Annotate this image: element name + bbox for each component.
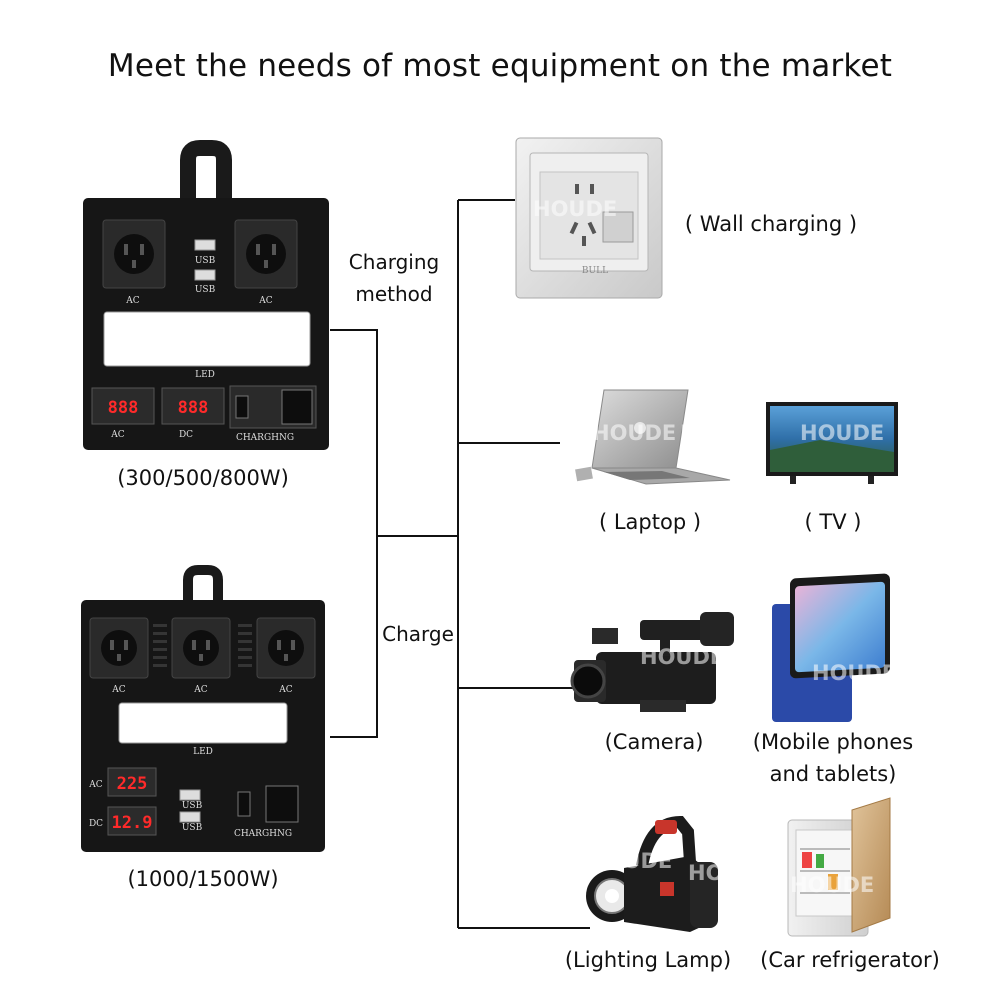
wall-brand-label: BULL bbox=[582, 266, 608, 276]
power-inlet-icon bbox=[281, 389, 313, 425]
ac-label: AC bbox=[278, 685, 292, 695]
laptop-caption: ( Laptop ) bbox=[598, 510, 702, 534]
phones-tablets-caption: (Mobile phones and tablets) bbox=[738, 726, 928, 790]
tv-caption: ( TV ) bbox=[804, 510, 862, 534]
power-station-small: AC AC USB USB LED 888 888 AC DC CHARGHNG bbox=[83, 140, 329, 450]
usb-port-icon bbox=[194, 269, 216, 281]
watermark-text: HOUDE bbox=[800, 421, 884, 445]
ac-meter-display bbox=[91, 387, 155, 425]
watermark-text: HOUDE bbox=[790, 873, 874, 897]
watermark-text: HOUDE bbox=[588, 849, 672, 873]
dc-meter-display bbox=[107, 806, 157, 836]
mini-fridge-icon: HOUDE bbox=[787, 797, 891, 937]
watermark-text: HOUDE bbox=[640, 645, 724, 669]
dc-meter-display bbox=[161, 387, 225, 425]
usb-port-icon bbox=[179, 789, 201, 801]
dc-meter-value: 888 bbox=[178, 398, 209, 418]
dc-meter-value: 12.9 bbox=[112, 813, 153, 833]
charge-label: Charge bbox=[382, 622, 454, 646]
wall-charging-caption: ( Wall charging ) bbox=[684, 212, 858, 236]
power-inlet-icon bbox=[265, 785, 299, 823]
charging-method-line-2: method bbox=[355, 282, 433, 306]
lamp-caption: (Lighting Lamp) bbox=[564, 948, 732, 972]
ac-label: AC bbox=[111, 685, 125, 695]
charging-label: CHARGHNG bbox=[234, 829, 292, 839]
dc-meter-label: DC bbox=[179, 430, 193, 440]
power-station-large: AC AC AC LED AC 225 DC 12.9 USB USB CHAR… bbox=[81, 565, 325, 852]
flashlight-icon: HOUDE HOUDE bbox=[586, 815, 772, 932]
led-light-panel bbox=[118, 702, 288, 744]
watermark-text: HOUDE bbox=[533, 197, 617, 221]
ac-meter-display bbox=[107, 767, 157, 797]
connector-lines bbox=[330, 199, 590, 929]
charging-method-line-1: Charging bbox=[348, 250, 440, 274]
wall-socket-icon: BULL HOUDE bbox=[515, 137, 663, 299]
laptop-icon: HOUDE HOUDE bbox=[575, 389, 764, 485]
ac-meter-value: 225 bbox=[117, 774, 148, 794]
usb-label: USB bbox=[195, 285, 216, 295]
phones-caption-line-1: (Mobile phones bbox=[752, 730, 914, 754]
watermark-text: HOUDE bbox=[592, 421, 676, 445]
led-label: LED bbox=[195, 370, 215, 380]
tablet-icon: HOUDE bbox=[772, 573, 896, 722]
watermark-text: HOUDE bbox=[812, 661, 896, 685]
dc-meter-label: DC bbox=[89, 819, 103, 829]
ac-meter-label: AC bbox=[88, 780, 102, 790]
phones-caption-line-2: and tablets) bbox=[769, 762, 897, 786]
led-label: LED bbox=[193, 747, 213, 757]
fridge-caption: (Car refrigerator) bbox=[760, 948, 940, 972]
camera-caption: (Camera) bbox=[604, 730, 704, 754]
usb-label: USB bbox=[195, 256, 216, 266]
connector-small-unit bbox=[330, 329, 378, 738]
ac-label: AC bbox=[258, 296, 272, 306]
usb-label: USB bbox=[182, 801, 203, 811]
carry-handle bbox=[183, 565, 223, 602]
tv-icon: HOUDE bbox=[766, 402, 898, 484]
power-switch-icon bbox=[237, 791, 251, 817]
charging-method-label: Charging method bbox=[336, 246, 452, 310]
ac-label: AC bbox=[125, 296, 139, 306]
large-unit-caption: (1000/1500W) bbox=[127, 867, 279, 891]
ac-meter-label: AC bbox=[110, 430, 124, 440]
charging-label: CHARGHNG bbox=[236, 433, 294, 443]
ac-meter-value: 888 bbox=[108, 398, 139, 418]
power-switch-icon bbox=[235, 395, 249, 419]
usb-label: USB bbox=[182, 823, 203, 833]
watermark-text: HOUDE bbox=[680, 421, 764, 445]
page-title: Meet the needs of most equipment on the … bbox=[107, 48, 893, 84]
usb-port-icon bbox=[179, 811, 201, 823]
ac-label: AC bbox=[193, 685, 207, 695]
led-light-panel bbox=[103, 311, 311, 367]
usb-port-icon bbox=[194, 239, 216, 251]
watermark-text: HOUDE bbox=[688, 861, 772, 885]
carry-handle bbox=[180, 140, 232, 198]
camcorder-icon: HOUDE bbox=[570, 612, 734, 712]
small-unit-caption: (300/500/800W) bbox=[117, 466, 289, 490]
